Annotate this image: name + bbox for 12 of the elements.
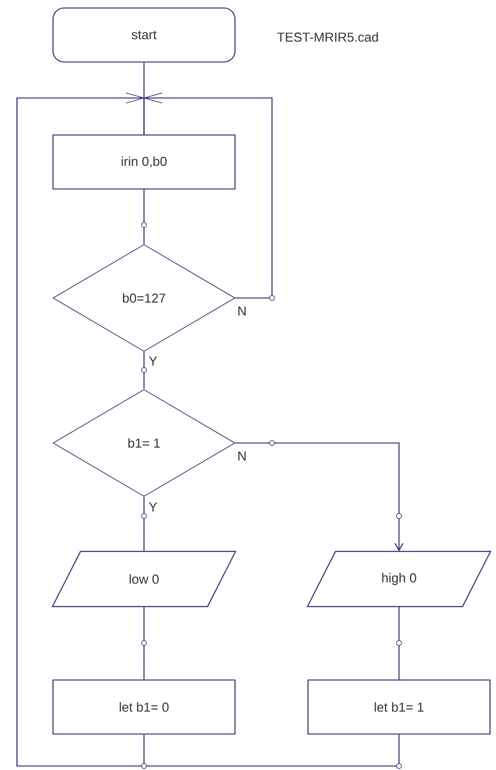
process-box: let b1= 0 — [52, 679, 236, 735]
edge-label: N — [236, 450, 248, 462]
process-box: let b1= 1 — [307, 679, 491, 735]
connector-arrow — [235, 442, 404, 552]
io-parallelogram: low 0 — [52, 550, 236, 608]
terminal-box: start — [52, 7, 236, 63]
edge-label: N — [236, 306, 248, 316]
process-box: irin 0,b0 — [52, 134, 236, 190]
io-parallelogram: high 0 — [306, 550, 492, 608]
edge-label: Y — [148, 502, 158, 512]
edge-label: Y — [148, 356, 158, 366]
file-name: TEST-MRIR5.cad — [277, 32, 378, 42]
